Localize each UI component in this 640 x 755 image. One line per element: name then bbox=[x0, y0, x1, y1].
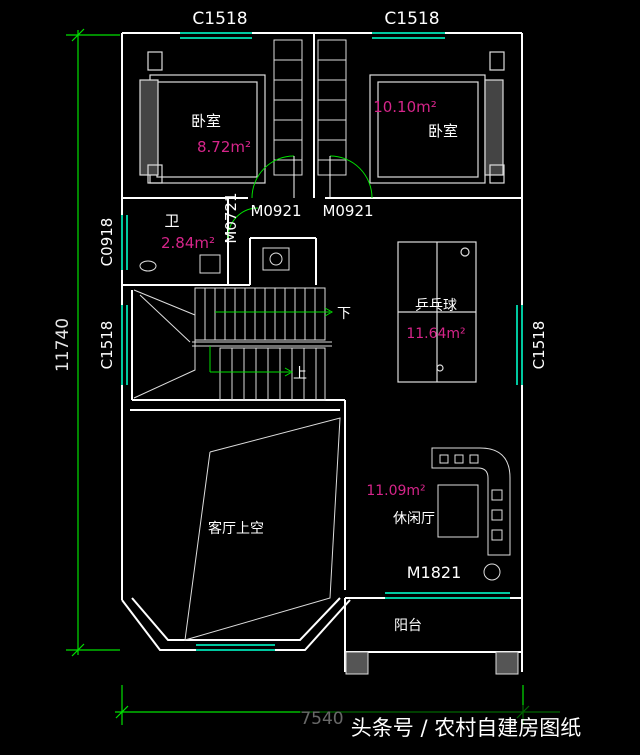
stairs bbox=[133, 287, 332, 401]
bath-fixtures bbox=[139, 247, 290, 274]
windows bbox=[121, 32, 523, 651]
room-area-bedroom-right: 10.10m² bbox=[373, 98, 437, 116]
room-name-balcony: 阳台 bbox=[394, 618, 422, 634]
stair-label-down: 下 bbox=[337, 306, 351, 322]
room-area-bedroom-left: 8.72m² bbox=[197, 138, 251, 156]
room-name-bathroom: 卫 bbox=[164, 212, 179, 230]
room-name-pingpong: 乒乓球 bbox=[415, 298, 457, 314]
door-swings bbox=[227, 155, 373, 239]
walls bbox=[121, 32, 523, 672]
window-label-stair: C1518 bbox=[98, 321, 116, 370]
room-area-pingpong: 11.64m² bbox=[406, 326, 465, 342]
window-label-bath: C0918 bbox=[98, 218, 116, 267]
door-label-bed-left: M0921 bbox=[250, 202, 301, 220]
door-label-bed-right: M0921 bbox=[322, 202, 373, 220]
closets bbox=[273, 39, 347, 176]
window-label-top-left: C1518 bbox=[192, 9, 247, 29]
bed-left bbox=[139, 51, 266, 184]
bed-right bbox=[369, 51, 505, 184]
stair-arrows bbox=[209, 307, 334, 377]
living-void-lines bbox=[184, 417, 341, 641]
watermark-text: 头条号 / 农村自建房图纸 bbox=[351, 716, 581, 740]
pingpong-table bbox=[397, 241, 477, 383]
door-label-bath: M0721 bbox=[222, 192, 240, 243]
room-name-bedroom-left: 卧室 bbox=[191, 112, 221, 130]
window-label-top-right: C1518 bbox=[384, 9, 439, 29]
lounge-furniture bbox=[431, 447, 511, 581]
watermark-backdrop bbox=[300, 705, 630, 747]
room-area-lounge: 11.09m² bbox=[366, 483, 425, 499]
door-label-lounge: M1821 bbox=[407, 563, 462, 582]
window-label-pingpong: C1518 bbox=[530, 321, 548, 370]
room-name-bedroom-right: 卧室 bbox=[428, 122, 458, 140]
room-name-lounge: 休闲厅 bbox=[393, 511, 435, 527]
room-name-living-void: 客厅上空 bbox=[208, 520, 264, 537]
balcony-pillars bbox=[345, 651, 519, 675]
room-area-bathroom: 2.84m² bbox=[161, 234, 215, 252]
stair-label-up: 上 bbox=[293, 366, 307, 382]
dimension-depth: 11740 bbox=[53, 318, 73, 372]
